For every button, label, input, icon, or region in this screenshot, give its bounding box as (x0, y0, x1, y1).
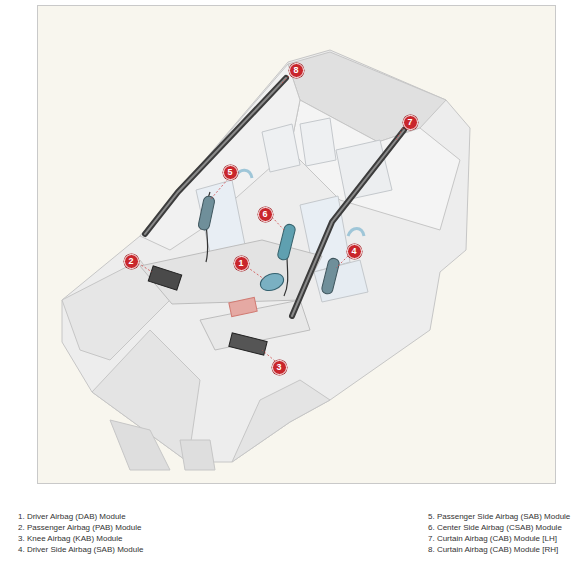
callout-number: 2 (128, 257, 133, 266)
part-name: 3. Knee Airbag (KAB) Module (18, 534, 123, 544)
part-name: 7. Curtain Airbag (CAB) Module [LH] (428, 534, 557, 544)
callout-number: 7 (407, 118, 412, 127)
callout-circle: 7 (403, 115, 418, 130)
callout-circle: 8 (289, 63, 304, 78)
part-name: 6. Center Side Airbag (CSAB) Module (428, 523, 562, 533)
callout-number: 6 (262, 210, 267, 219)
part-name: 4. Driver Side Airbag (SAB) Module (18, 545, 143, 555)
callout-circle: 4 (347, 244, 362, 259)
callout-circle: 6 (258, 207, 273, 222)
callout-number: 8 (293, 66, 298, 75)
picture-frame (38, 6, 556, 484)
leader-lines (138, 76, 403, 361)
part-name: 1. Driver Airbag (DAB) Module (18, 512, 126, 522)
part-name: 8. Curtain Airbag (CAB) Module [RH] (428, 545, 558, 555)
callout-circle: 2 (124, 254, 139, 269)
callout-circle: 5 (223, 165, 238, 180)
part-name: 2. Passenger Airbag (PAB) Module (18, 523, 141, 533)
dashboard (140, 240, 322, 350)
callout-circle: 3 (272, 360, 287, 375)
part-name: 5. Passenger Side Airbag (SAB) Module (428, 512, 570, 522)
callout-circle: 1 (234, 256, 249, 271)
callout-number: 4 (351, 247, 356, 256)
car-body (62, 50, 470, 470)
callout-number: 3 (276, 363, 281, 372)
callout-number: 1 (238, 259, 243, 268)
airbag-modules (145, 78, 404, 355)
callout-number: 5 (227, 168, 232, 177)
